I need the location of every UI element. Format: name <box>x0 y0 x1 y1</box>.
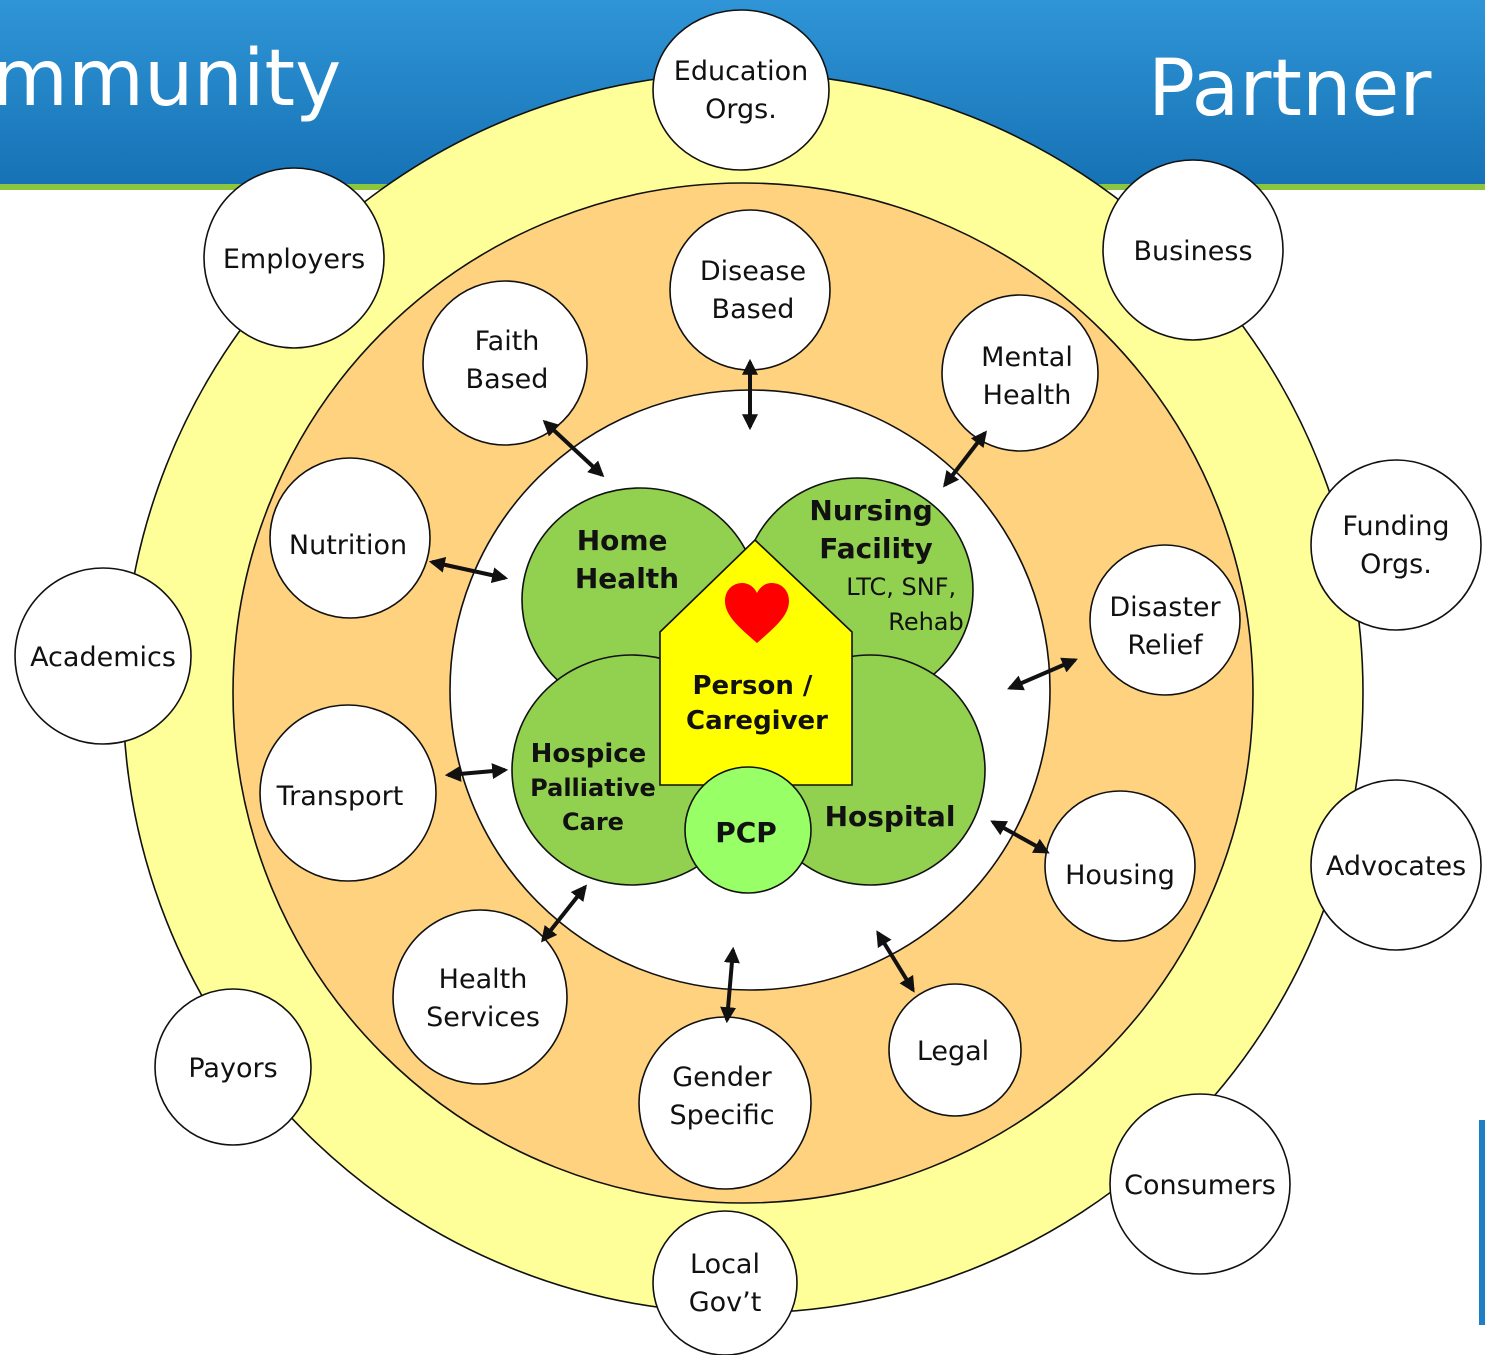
nursing-facility-sublabel: LTC, SNF, Rehab <box>846 573 964 636</box>
connector-arrows <box>428 358 1078 1024</box>
pcp-circle <box>684 766 812 894</box>
outer-node-payors: Payors <box>154 988 312 1146</box>
arrow-mental-health <box>943 430 987 488</box>
pcp-label: PCP <box>715 816 777 849</box>
arrow-housing <box>990 820 1050 854</box>
svg-text:Consumers: Consumers <box>1124 1170 1276 1201</box>
outer-node-advocates: Advocates <box>1310 779 1482 951</box>
person-caregiver-label: Person / Caregiver <box>686 671 828 736</box>
nursing-facility-label: Nursing Facility <box>809 494 942 565</box>
heart-icon <box>725 583 789 643</box>
outer-node-consumers: Consumers <box>1109 1093 1291 1275</box>
middle-node-housing: Housing <box>1044 790 1196 942</box>
outer-node-business: Business <box>1102 159 1284 341</box>
middle-node-nutrition: Nutrition <box>269 457 431 619</box>
middle-node-transport: Transport <box>259 704 437 882</box>
arrow-faith-based <box>542 419 605 478</box>
header-title-right: Partner <box>1148 44 1432 134</box>
svg-text:Nutrition: Nutrition <box>289 530 407 561</box>
arrow-health-services <box>541 884 587 943</box>
svg-text:Business: Business <box>1133 236 1252 267</box>
outer-node-employers: Employers <box>203 167 385 349</box>
person-house <box>659 538 853 786</box>
svg-text:Payors: Payors <box>188 1053 277 1084</box>
header-title-left: mmunity <box>0 34 341 124</box>
svg-text:Housing: Housing <box>1065 860 1175 891</box>
arrow-transport <box>444 763 509 782</box>
arrow-disaster-relief <box>1007 657 1078 691</box>
svg-text:Employers: Employers <box>223 244 365 275</box>
arrow-legal <box>876 930 915 993</box>
home-health-label: Home Health <box>575 524 679 595</box>
arrow-nutrition <box>428 556 509 584</box>
middle-node-legal: Legal <box>888 983 1022 1117</box>
arrow-gender-specific <box>720 946 740 1024</box>
corner-logo-fragment <box>1479 1120 1485 1325</box>
outer-node-academics: Academics <box>14 567 192 745</box>
svg-text:Transport: Transport <box>276 781 404 812</box>
svg-text:Academics: Academics <box>30 642 176 673</box>
hospital-label: Hospital <box>825 800 956 833</box>
svg-text:Legal: Legal <box>917 1036 989 1067</box>
svg-text:Advocates: Advocates <box>1326 851 1466 882</box>
